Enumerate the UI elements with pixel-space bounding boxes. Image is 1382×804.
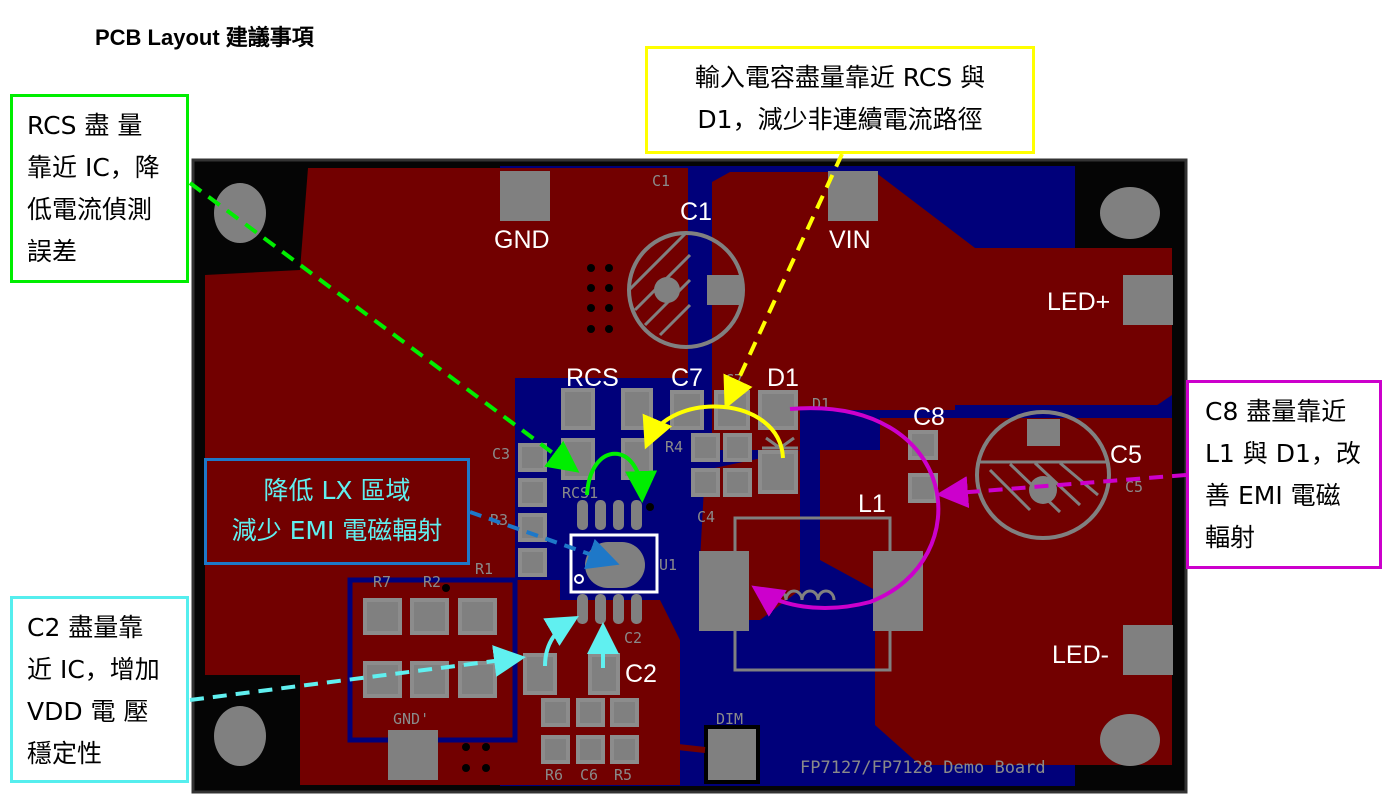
label-c5: C5 xyxy=(1110,441,1142,469)
silk-r2: R2 xyxy=(423,573,441,591)
callout-line: 減少 EMI 電磁輻射 xyxy=(231,516,443,545)
c1-capacitor xyxy=(627,168,745,378)
dim-trace xyxy=(639,737,706,753)
callout-rcs: RCS 盡 量 靠近 IC，降 低電流偵測 誤差 xyxy=(10,94,189,283)
silk-dim: DIM xyxy=(716,710,743,728)
label-c8: C8 xyxy=(913,403,945,431)
callout-line: RCS 盡 量 xyxy=(27,111,143,140)
annotation-arrows xyxy=(188,153,1187,702)
callout-line: 低電流偵測 xyxy=(27,195,153,224)
page-title: PCB Layout 建議事項 xyxy=(95,25,314,50)
callout-c2: C2 盡量靠 近 IC，增加 VDD 電 壓 穩定性 xyxy=(10,596,189,783)
label-c2: C2 xyxy=(625,660,657,688)
callout-line: D1，減少非連續電流路徑 xyxy=(697,105,983,134)
label-rcs: RCS xyxy=(566,364,619,392)
silk-c3: C3 xyxy=(492,445,510,463)
connector-pads xyxy=(388,171,1173,784)
silk-board-name: FP7127/FP7128 Demo Board xyxy=(800,758,1046,778)
smd-pads xyxy=(363,388,938,764)
callout-lx-area: 降低 LX 區域 減少 EMI 電磁輻射 xyxy=(204,458,470,565)
vias xyxy=(442,264,654,772)
label-gnd: GND xyxy=(494,226,550,254)
trace-outline xyxy=(347,577,518,743)
silk-rcs1: RCS1 xyxy=(562,484,598,502)
label-led-plus: LED+ xyxy=(1047,288,1110,316)
callout-line: VDD 電 壓 xyxy=(27,697,149,726)
silk-u1: U1 xyxy=(659,556,677,574)
label-c7: C7 xyxy=(671,364,703,392)
silk-r1: R1 xyxy=(475,560,493,578)
callout-line: 輸入電容盡量靠近 RCS 與 xyxy=(694,63,986,92)
silk-c1: C1 xyxy=(652,172,670,190)
label-l1: L1 xyxy=(858,490,886,518)
silk-r3: R3 xyxy=(490,511,508,529)
label-c1: C1 xyxy=(680,198,712,226)
silk-r7: R7 xyxy=(373,573,391,591)
label-led-minus: LED- xyxy=(1052,641,1109,669)
callout-input-capacitor: 輸入電容盡量靠近 RCS 與 D1，減少非連續電流路徑 xyxy=(645,46,1035,154)
silk-gnd2: GND' xyxy=(393,710,429,728)
silk-c4: C4 xyxy=(697,508,715,526)
label-vin: VIN xyxy=(829,226,871,254)
silk-r5: R5 xyxy=(614,766,632,784)
callout-line: 近 IC，增加 xyxy=(27,655,160,684)
callout-line: C2 盡量靠 xyxy=(27,613,144,642)
callout-line: 善 EMI 電磁 xyxy=(1205,481,1341,510)
silk-r6: R6 xyxy=(545,766,563,784)
silk-c6: C6 xyxy=(580,766,598,784)
callout-line: 誤差 xyxy=(27,237,78,266)
label-d1: D1 xyxy=(767,364,799,392)
silk-r4: R4 xyxy=(665,438,683,456)
callout-c8: C8 盡量靠近 L1 與 D1，改 善 EMI 電磁 輻射 xyxy=(1186,380,1382,569)
callout-line: 降低 LX 區域 xyxy=(263,476,411,505)
silk-c5: C5 xyxy=(1125,478,1143,496)
callout-line: C8 盡量靠近 xyxy=(1205,397,1347,426)
callout-line: 靠近 IC，降 xyxy=(27,153,160,182)
callout-line: 穩定性 xyxy=(27,739,103,768)
silk-c2: C2 xyxy=(624,629,642,647)
callout-line: L1 與 D1，改 xyxy=(1205,439,1361,468)
callout-line: 輻射 xyxy=(1205,523,1256,552)
